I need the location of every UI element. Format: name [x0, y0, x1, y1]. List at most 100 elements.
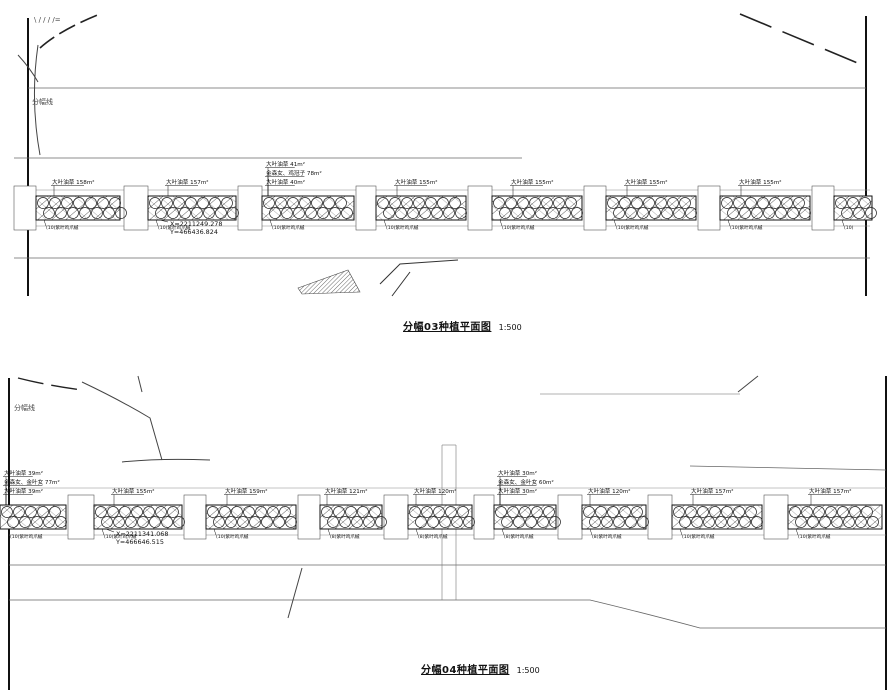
shrub-symbol — [519, 506, 531, 518]
shrub-symbol — [703, 516, 715, 528]
shrub-symbol — [813, 506, 825, 518]
shrub-symbol — [751, 516, 763, 528]
paving-gap — [355, 185, 377, 231]
shrub-symbol — [727, 207, 739, 219]
leader-line — [7, 528, 11, 536]
paving-gap — [473, 494, 495, 540]
shrub-symbol — [637, 207, 649, 219]
shrub-symbol — [97, 197, 109, 209]
shrub-symbol — [389, 197, 401, 209]
planting-bed: 大叶油草 155m²(10)紫叶鸡爪槭 — [375, 178, 467, 231]
shrub-symbol — [91, 207, 103, 219]
shrub-symbol — [549, 516, 561, 528]
shrub-symbol — [775, 207, 787, 219]
hatched-area — [297, 269, 361, 295]
shrub-symbol — [155, 207, 167, 219]
shrub-symbol — [763, 207, 775, 219]
shrub-symbol — [715, 516, 727, 528]
shrub-symbol — [231, 506, 243, 518]
shrub-symbol — [395, 207, 407, 219]
road-edge — [689, 465, 887, 471]
shrub-symbol — [293, 207, 305, 219]
shrub-symbol — [505, 197, 517, 209]
planting-bed: 大叶油草 159m²(10)紫叶鸡爪槭 — [205, 487, 297, 540]
shrub-symbol — [261, 516, 273, 528]
shrub-symbol — [95, 506, 107, 518]
shrub-symbol — [843, 516, 855, 528]
shrub-symbol — [263, 197, 275, 209]
bed-area-label: 大叶油草 30m² — [498, 469, 537, 477]
shrub-symbol — [691, 516, 703, 528]
shrub-symbol — [85, 197, 97, 209]
shrub-symbol — [401, 197, 413, 209]
planting-bed: 大叶油草 155m²(10)紫叶鸡爪槭 — [605, 178, 697, 231]
shrub-symbol — [745, 506, 757, 518]
shrub-symbol — [463, 516, 475, 528]
bed-area-label: 大叶油草 39m² — [4, 487, 43, 495]
shrub-symbol — [339, 516, 351, 528]
bed-area-label: 大叶油草 155m² — [739, 178, 782, 186]
shrub-symbol — [721, 506, 733, 518]
shrub-symbol — [43, 516, 55, 528]
shrub-symbol — [173, 197, 185, 209]
shrub-symbol — [595, 506, 607, 518]
shrub-symbol — [619, 506, 631, 518]
shrub-symbol — [427, 516, 439, 528]
planting-bed: 大叶油草 157m²(10)紫叶鸡爪槭 — [147, 178, 239, 231]
shrub-symbol — [721, 197, 733, 209]
shrub-symbol — [369, 506, 381, 518]
leader-line — [105, 528, 115, 533]
bed-area-label: 大叶油草 157m² — [166, 178, 209, 186]
shrub-symbol — [317, 207, 329, 219]
shrub-symbol — [329, 207, 341, 219]
shrub-symbol — [421, 506, 433, 518]
planting-bed: 大叶油草 157m²(10)紫叶鸡爪槭 — [671, 487, 763, 540]
leader-line — [841, 219, 845, 227]
shrub-symbol — [55, 516, 67, 528]
shrub-symbol — [455, 207, 467, 219]
shrub-symbol — [673, 506, 685, 518]
shrub-symbol — [383, 207, 395, 219]
shrub-symbol — [43, 207, 55, 219]
tree-note: (10)紫叶鸡爪槭 — [386, 224, 419, 231]
shrub-symbol — [697, 506, 709, 518]
shrub-symbol — [727, 516, 739, 528]
shrub-symbol — [323, 197, 335, 209]
shrub-symbol — [413, 197, 425, 209]
shrub-symbol — [787, 207, 799, 219]
shrub-symbol — [625, 516, 637, 528]
shrub-symbol — [299, 197, 311, 209]
shrub-symbol — [73, 197, 85, 209]
shrub-symbol — [511, 207, 523, 219]
shrub-symbol — [565, 197, 577, 209]
shrub-symbol — [849, 506, 861, 518]
shrub-symbol — [837, 506, 849, 518]
shrub-symbol — [625, 207, 637, 219]
shrub-symbol — [113, 516, 125, 528]
shrub-symbol — [149, 197, 161, 209]
shrub-symbol — [275, 197, 287, 209]
shrub-symbol — [107, 506, 119, 518]
matchline-label-04: 分幅线 — [14, 403, 35, 412]
tree-note: (10)紫叶鸡爪槭 — [682, 533, 715, 540]
sheet-title-03: 分幅03种植平面图 1:500 — [403, 318, 522, 333]
paving-gap — [13, 185, 37, 231]
shrub-symbol — [227, 207, 239, 219]
shrub-symbol — [855, 516, 867, 528]
curve-line — [739, 13, 861, 65]
shrub-symbol — [31, 516, 43, 528]
leader-line — [727, 219, 731, 227]
paving-gap — [383, 494, 409, 540]
shrub-symbol — [499, 207, 511, 219]
shrub-symbol — [501, 516, 513, 528]
shrub-symbol — [109, 197, 121, 209]
shrub-symbol — [197, 197, 209, 209]
tree-note: (8)紫叶鸡爪槭 — [504, 533, 534, 540]
bed-area-label: 大叶油草 155m² — [112, 487, 155, 495]
curve-line — [287, 567, 303, 619]
shrub-symbol — [583, 506, 595, 518]
